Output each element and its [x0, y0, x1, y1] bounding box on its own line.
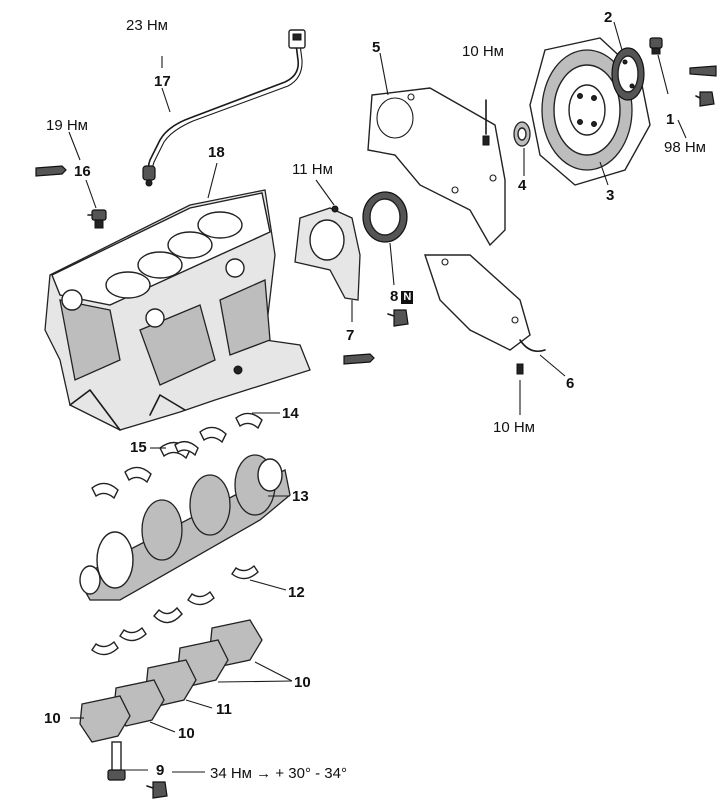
part-17-sensor-cable — [142, 29, 306, 187]
torque-1: 98 Нм — [664, 139, 706, 156]
parts-10-11-bearing-caps — [79, 619, 263, 743]
torque-9: 34 Нм → + 30° - 34° — [210, 765, 347, 782]
torque-7: 11 Нм — [292, 161, 333, 178]
label-7: 7 — [346, 327, 355, 344]
label-10-bottom: 10 — [178, 725, 195, 742]
part-13-crankshaft — [79, 454, 291, 601]
label-15: 15 — [130, 439, 147, 456]
label-10-left: 10 — [44, 710, 61, 727]
oil-can-icon — [695, 91, 715, 107]
label-11: 11 — [216, 701, 232, 718]
label-12: 12 — [288, 584, 305, 601]
oil-can-icon — [387, 309, 409, 327]
part-7-seal-housing — [294, 205, 361, 301]
new-part-badge: N — [401, 291, 414, 304]
torque-17: 23 Нм — [126, 17, 168, 34]
label-17: 17 — [154, 73, 171, 90]
label-18: 18 — [208, 144, 225, 161]
part-4-spacer — [513, 121, 531, 147]
label-10-right: 10 — [294, 674, 311, 691]
label-5: 5 — [372, 39, 381, 56]
label-2: 2 — [604, 9, 613, 26]
label-13: 13 — [292, 488, 309, 505]
part-5-rear-plate — [367, 87, 506, 247]
torque-16: 19 Нм — [46, 117, 88, 134]
label-3: 3 — [606, 187, 615, 204]
label-1: 1 — [666, 111, 675, 128]
bolt-cover-plate — [516, 363, 524, 375]
sealant-tube-icon — [35, 165, 67, 177]
label-14: 14 — [282, 405, 299, 422]
part-2-adapter-plate — [611, 47, 645, 101]
leader-lines — [68, 21, 687, 773]
part-6-cover-plate — [424, 254, 546, 353]
part-12-lower-bearings — [91, 564, 259, 656]
oil-can-icon — [146, 781, 168, 799]
torque-6: 10 Нм — [493, 419, 535, 436]
part-9-cap-bolt — [107, 741, 126, 781]
sealant-tube-icon — [343, 353, 375, 365]
label-16: 16 — [74, 163, 91, 180]
torque-5: 10 Нм — [462, 43, 504, 60]
parts-14-15-upper-bearings — [91, 412, 263, 500]
bolt-plate — [482, 99, 490, 146]
part-18-cylinder-block — [44, 189, 311, 431]
part-16-sensor — [87, 209, 107, 229]
part-3-drive-plate — [529, 37, 651, 186]
label-4: 4 — [518, 177, 527, 194]
part-8-oil-seal — [362, 191, 408, 243]
label-9: 9 — [156, 762, 165, 779]
sealant-tube-icon — [689, 65, 717, 77]
part-1-bolt — [649, 37, 663, 55]
label-6: 6 — [566, 375, 575, 392]
